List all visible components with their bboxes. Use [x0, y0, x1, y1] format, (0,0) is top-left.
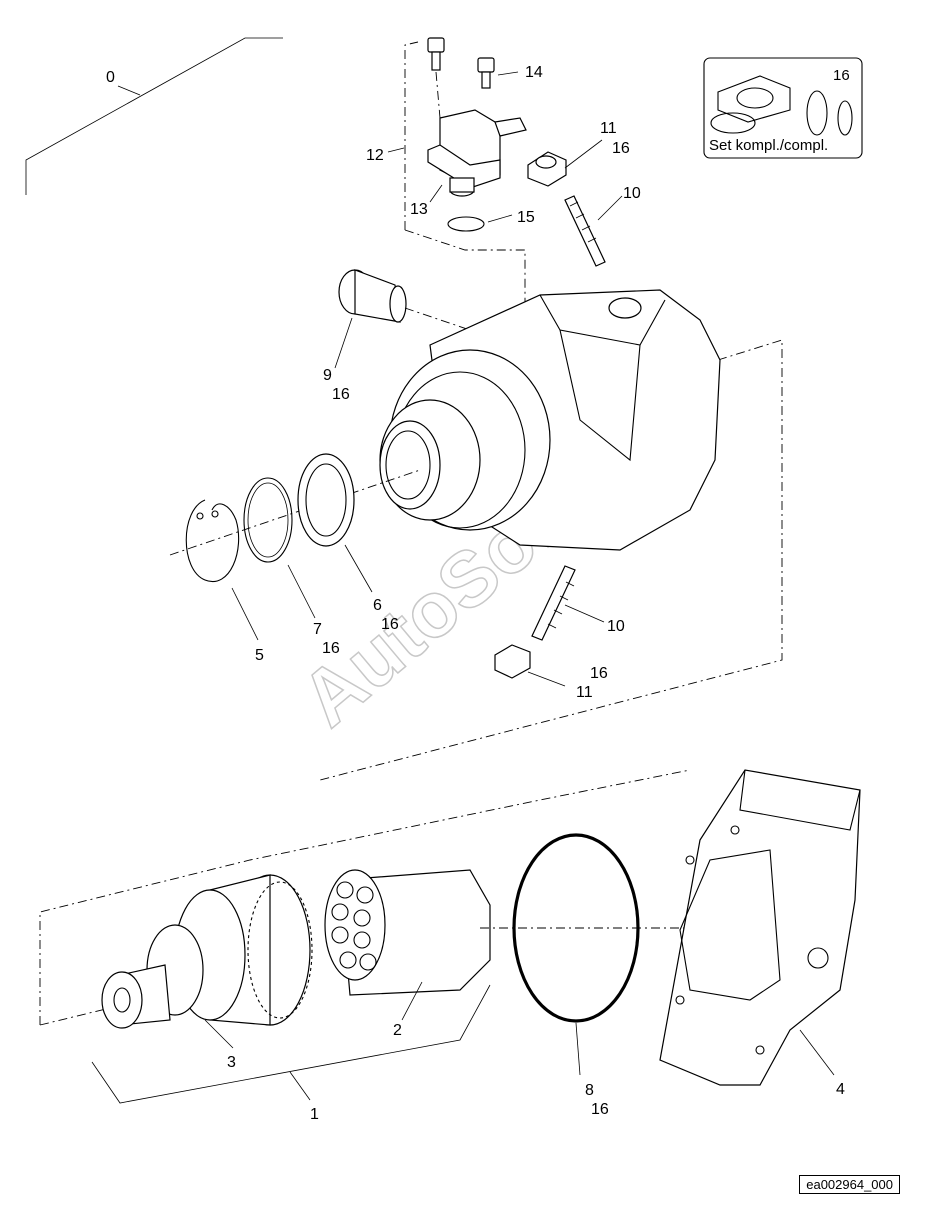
callout-7: 7 [313, 621, 322, 638]
callout-13: 13 [410, 201, 428, 218]
callout-4: 4 [836, 1081, 845, 1098]
stud-10-top [564, 195, 606, 267]
end-housing-4 [659, 769, 861, 1086]
callout-2: 2 [393, 1022, 402, 1039]
ring-7 [243, 477, 293, 563]
stud-10-bottom [531, 565, 576, 641]
callout-9-kit: 16 [332, 386, 350, 403]
kit-number: 16 [833, 67, 850, 84]
motor-housing [169, 289, 721, 556]
callout-11-bottom-kit: 16 [590, 665, 608, 682]
callout-3: 3 [227, 1054, 236, 1071]
screw-upper [427, 37, 445, 119]
cylinder-block-2 [324, 869, 491, 996]
nut-11-bottom [494, 644, 531, 679]
circlip-5 [185, 499, 240, 583]
callout-7-kit: 16 [322, 640, 340, 657]
callout-9: 9 [323, 367, 332, 384]
callout-labels: 0 12 14 13 15 11 16 10 9 16 6 16 7 16 5 … [106, 64, 845, 1123]
oring-15 [447, 216, 485, 232]
callout-0: 0 [106, 69, 115, 86]
callout-14: 14 [525, 64, 543, 81]
kit-label: Set kompl./compl. [709, 137, 828, 154]
callout-1: 1 [310, 1106, 319, 1123]
kit-box: 16 Set kompl./compl. [703, 57, 863, 159]
assembly-outline-0 [25, 37, 283, 195]
reference-code: ea002964_000 [799, 1175, 900, 1194]
upper-group-frame [319, 41, 783, 781]
lower-group-frame [39, 769, 691, 1104]
callout-15: 15 [517, 209, 535, 226]
callout-10-bottom: 10 [607, 618, 625, 635]
plug-9 [338, 269, 471, 331]
callout-6-kit: 16 [381, 616, 399, 633]
callout-11-bottom: 11 [576, 684, 593, 701]
screw-14 [477, 57, 495, 89]
callout-12: 12 [366, 147, 384, 164]
callout-5: 5 [255, 647, 264, 664]
callout-11-top-kit: 16 [612, 140, 630, 157]
callout-8-kit: 16 [591, 1101, 609, 1118]
nut-11-top [527, 151, 567, 187]
ring-6 [297, 453, 355, 547]
pressure-sensor-13 [427, 109, 527, 197]
callout-11-top: 11 [600, 120, 617, 137]
drive-shaft-3 [101, 874, 313, 1029]
callout-8: 8 [585, 1082, 594, 1099]
callout-6: 6 [373, 597, 382, 614]
callout-10-top: 10 [623, 185, 641, 202]
leader-lines [204, 71, 835, 1076]
